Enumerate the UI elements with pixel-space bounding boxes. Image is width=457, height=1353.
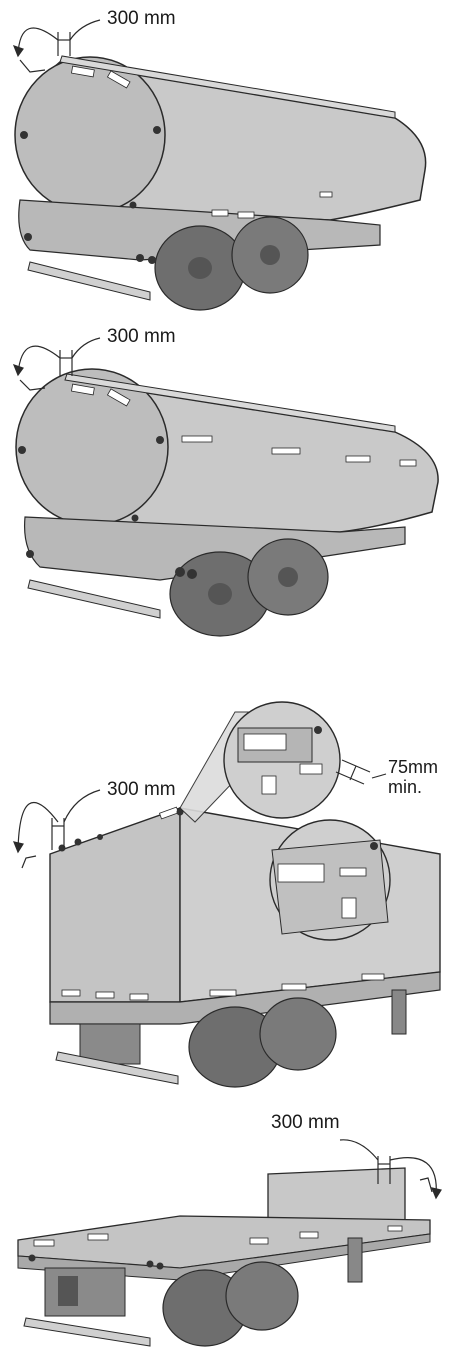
detail-dimension-label: 75mm min. bbox=[388, 757, 439, 798]
rear-wheels bbox=[79, 997, 337, 1088]
dimension-marker bbox=[12, 19, 101, 73]
rear-lights bbox=[18, 436, 197, 579]
box-front-face bbox=[49, 807, 181, 1003]
rear-lights bbox=[28, 1254, 164, 1270]
dimension-label: 300 mm bbox=[107, 326, 176, 347]
box-trailer-illustration bbox=[13, 701, 441, 1088]
rear-bumper bbox=[27, 261, 151, 301]
dimension-marker bbox=[12, 337, 101, 391]
figure-tanker-2: 300 mm bbox=[0, 322, 457, 640]
dimension-label: 300 mm bbox=[107, 779, 176, 800]
rear-wheels bbox=[154, 216, 309, 311]
figure-tanker-1: 300 mm bbox=[0, 0, 457, 320]
landing-leg bbox=[391, 989, 407, 1035]
rear-bumper bbox=[27, 579, 161, 619]
tank-top-rail bbox=[64, 373, 396, 433]
rear-bumper bbox=[55, 1051, 179, 1085]
reflector-strips bbox=[71, 65, 333, 219]
rear-wheels bbox=[44, 1261, 299, 1347]
reflector-strips bbox=[71, 383, 417, 467]
figure-flatbed-trailer: 300 mm bbox=[0, 1108, 457, 1353]
reflector-strips bbox=[61, 806, 385, 1001]
tanker-1-illustration bbox=[12, 19, 427, 311]
tank-top-rail bbox=[59, 55, 396, 119]
detail-dimension-qualifier: min. bbox=[388, 776, 423, 797]
rear-lights bbox=[58, 808, 184, 852]
flatbed-illustration bbox=[17, 1139, 442, 1347]
tank-chassis bbox=[23, 516, 406, 581]
detail-dimension-value: 75mm bbox=[388, 757, 439, 777]
dimension-marker bbox=[339, 1139, 442, 1200]
box-underframe bbox=[49, 971, 441, 1025]
figure-box-trailer: 300 mm 75mm min. bbox=[0, 672, 457, 1092]
dimension-label: 300 mm bbox=[107, 8, 176, 29]
rear-lights bbox=[20, 126, 161, 264]
rear-bumper bbox=[23, 1317, 151, 1347]
tank-end-oval bbox=[14, 56, 166, 214]
reflector-strips bbox=[33, 1225, 403, 1247]
detail-circle-top bbox=[223, 701, 341, 819]
dimension-marker bbox=[13, 789, 101, 869]
dimension-label: 300 mm bbox=[271, 1112, 340, 1133]
landing-leg bbox=[347, 1237, 363, 1283]
detail-dimension-marker bbox=[335, 759, 387, 785]
tanker-2-illustration bbox=[12, 337, 439, 637]
detail-circle-bottom bbox=[269, 819, 391, 941]
